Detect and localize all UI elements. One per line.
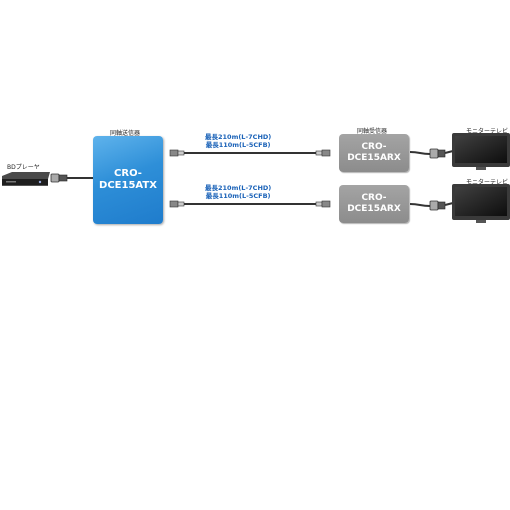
cable-spec-1: 最長210m(L-7CHD) 最長110m(L-5CFB) — [205, 133, 271, 149]
receiver-1-model-line2: DCE15ARX — [347, 153, 401, 163]
monitor-icon — [452, 184, 510, 223]
receiver-box-2: CRO- DCE15ARX — [339, 185, 409, 223]
player-caption: BDプレーヤ — [7, 164, 40, 171]
bd-player-icon — [2, 172, 50, 186]
receiver-2-model-line2: DCE15ARX — [347, 204, 401, 214]
coax-cable-1 — [169, 149, 331, 157]
coax-cable-2 — [169, 200, 331, 208]
transmitter-box: CRO- DCE15ATX — [93, 136, 163, 224]
monitor-icon — [452, 133, 510, 170]
monitor-caption: モニターテレビ — [466, 179, 509, 186]
hdmi-plug-icon — [409, 148, 458, 159]
cable-spec-2: 最長210m(L-7CHD) 最長110m(L-5CFB) — [205, 184, 271, 200]
cable-spec-2-line2: 最長110m(L-5CFB) — [205, 192, 271, 200]
monitor-caption: モニターテレビ — [466, 128, 509, 135]
cable-spec-2-line1: 最長210m(L-7CHD) — [205, 184, 272, 192]
cable-spec-1-line1: 最長210m(L-7CHD) — [205, 133, 272, 141]
transmitter-caption: 同軸送信器 — [110, 130, 141, 137]
hdmi-plug-icon — [409, 200, 458, 211]
hdmi-plug-icon — [50, 173, 94, 183]
transmitter-model-line2: DCE15ATX — [99, 180, 157, 191]
cable-spec-1-line2: 最長110m(L-5CFB) — [205, 141, 271, 149]
receiver-box-1: CRO- DCE15ARX — [339, 134, 409, 172]
receiver-caption: 同軸受信器 — [357, 128, 388, 135]
transmitter-model-line1: CRO- — [114, 168, 142, 179]
receiver-1-model-line1: CRO- — [361, 142, 387, 152]
receiver-2-model-line1: CRO- — [361, 193, 387, 203]
